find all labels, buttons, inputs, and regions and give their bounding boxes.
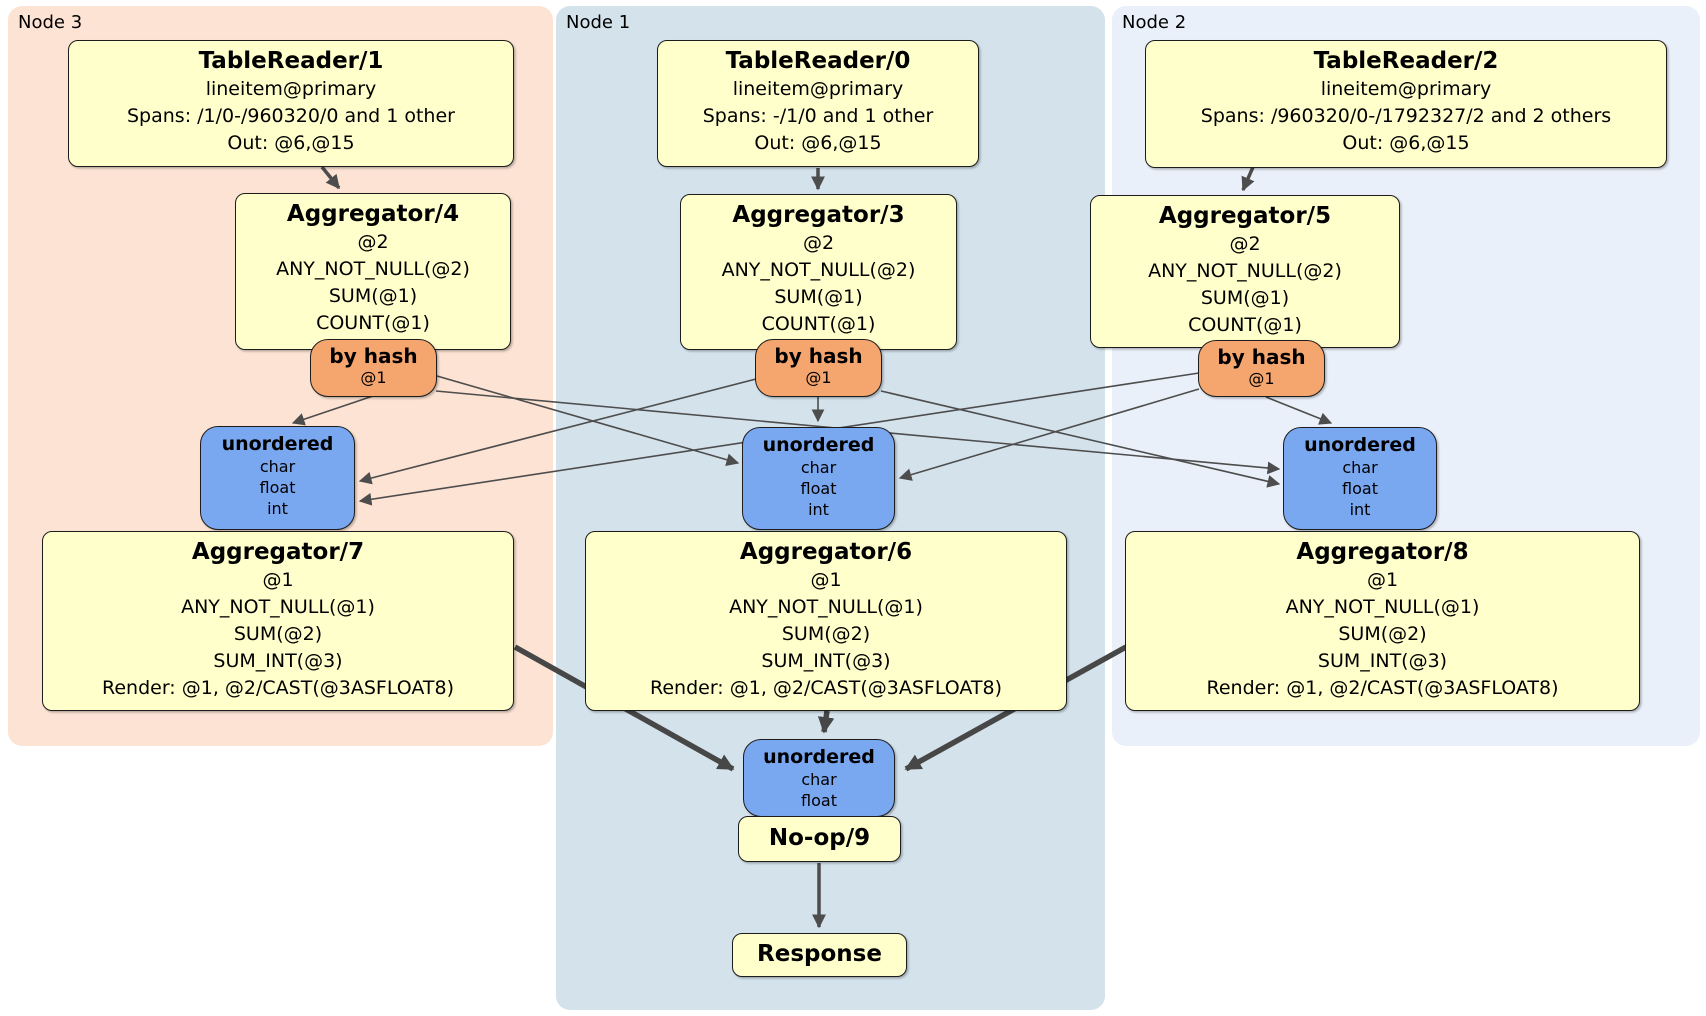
aggregator-8-box: Aggregator/8 @1 ANY_NOT_NULL(@1) SUM(@2)… [1125, 531, 1640, 711]
aggregator-5-fn: ANY_NOT_NULL(@2) [1148, 260, 1342, 282]
sync-stream: float [1342, 479, 1378, 498]
unordered-sync-node2: unordered char float int [1283, 427, 1437, 530]
hash-router-node3: by hash @1 [310, 339, 437, 397]
aggregator-3-fn: COUNT(@1) [761, 313, 876, 335]
unordered-sync-node1: unordered char float int [742, 427, 895, 530]
aggregator-5-fn: COUNT(@1) [1188, 314, 1302, 336]
aggregator-3-fn: SUM(@1) [774, 286, 863, 308]
table-reader-1-index: lineitem@primary [205, 78, 377, 100]
hash-router-node3-title: by hash [329, 344, 418, 368]
edge-agg6-finalsync [817, 710, 835, 734]
unordered-sync-node2-title: unordered [1304, 434, 1416, 456]
hash-router-node3-key: @1 [360, 368, 387, 387]
aggregator-7-box: Aggregator/7 @1 ANY_NOT_NULL(@1) SUM(@2)… [42, 531, 514, 711]
unordered-sync-final-title: unordered [763, 746, 875, 768]
aggregator-7-group: @1 [262, 569, 294, 591]
table-reader-1-spans: Spans: /1/0-/960320/0 and 1 other [127, 105, 455, 127]
table-reader-2-title: TableReader/2 [1313, 48, 1499, 74]
aggregator-8-fn: ANY_NOT_NULL(@1) [1285, 596, 1480, 618]
aggregator-8-fn: SUM(@2) [1338, 623, 1427, 645]
aggregator-5-box: Aggregator/5 @2 ANY_NOT_NULL(@2) SUM(@1)… [1090, 195, 1400, 348]
sync-stream: char [800, 458, 837, 477]
table-reader-1-out: Out: @6,@15 [227, 132, 355, 154]
aggregator-8-render: Render: @1, @2/CAST(@3ASFLOAT8) [1206, 677, 1559, 699]
unordered-sync-node3-title: unordered [221, 433, 334, 455]
node3-label: Node 3 [18, 12, 83, 33]
aggregator-3-box: Aggregator/3 @2 ANY_NOT_NULL(@2) SUM(@1)… [680, 194, 957, 350]
hash-router-node1-key: @1 [805, 368, 832, 387]
aggregator-4-fn: SUM(@1) [328, 285, 418, 307]
aggregator-8-group: @1 [1366, 569, 1399, 591]
sync-stream: float [801, 791, 837, 810]
aggregator-6-fn: ANY_NOT_NULL(@1) [729, 596, 923, 618]
table-reader-2-index: lineitem@primary [1320, 78, 1492, 100]
table-reader-1-box: TableReader/1 lineitem@primary Spans: /1… [68, 40, 514, 167]
aggregator-7-fn: SUM(@2) [233, 623, 323, 645]
sync-stream: char [801, 770, 837, 789]
table-reader-0-spans: Spans: -/1/0 and 1 other [702, 105, 934, 127]
node2-label: Node 2 [1122, 12, 1187, 33]
table-reader-0-out: Out: @6,@15 [754, 132, 882, 154]
sync-stream: float [800, 479, 837, 498]
sync-stream: float [259, 478, 296, 497]
table-reader-2-box: TableReader/2 lineitem@primary Spans: /9… [1145, 40, 1667, 168]
unordered-sync-node3: unordered char float int [200, 426, 355, 530]
hash-router-node1-title: by hash [774, 344, 863, 368]
aggregator-6-fn: SUM(@2) [781, 623, 871, 645]
aggregator-6-title: Aggregator/6 [739, 539, 913, 565]
aggregator-8-title: Aggregator/8 [1296, 539, 1469, 565]
aggregator-4-group: @2 [357, 231, 389, 253]
sync-stream: int [808, 500, 829, 519]
edge-hash4-sync6 [436, 375, 740, 466]
table-reader-0-index: lineitem@primary [732, 78, 904, 100]
aggregator-5-group: @2 [1229, 233, 1261, 255]
hash-router-node1: by hash @1 [755, 339, 882, 397]
node1-label: Node 1 [566, 12, 631, 33]
sync-stream: char [259, 457, 296, 476]
edge-hash4-sync7 [291, 395, 374, 426]
table-reader-0-box: TableReader/0 lineitem@primary Spans: -/… [657, 40, 979, 167]
aggregator-4-fn: ANY_NOT_NULL(@2) [276, 258, 470, 280]
hash-router-node2-key: @1 [1248, 369, 1275, 388]
table-reader-0-title: TableReader/0 [725, 48, 911, 74]
aggregator-6-fn: SUM_INT(@3) [761, 650, 891, 672]
table-reader-2-out: Out: @6,@15 [1342, 132, 1470, 154]
edge-hash5-sync6 [898, 388, 1200, 481]
edge-tr1-agg4 [320, 165, 341, 190]
aggregator-6-box: Aggregator/6 @1 ANY_NOT_NULL(@1) SUM(@2)… [585, 531, 1067, 711]
aggregator-8-fn: SUM_INT(@3) [1317, 650, 1448, 672]
aggregator-6-group: @1 [810, 569, 842, 591]
edge-hash3-sync7 [358, 378, 757, 485]
edge-hash3-sync8 [880, 390, 1281, 488]
hash-router-node2: by hash @1 [1198, 340, 1325, 397]
noop-title: No-op/9 [768, 825, 871, 851]
aggregator-5-fn: SUM(@1) [1200, 287, 1290, 309]
aggregator-7-fn: SUM_INT(@3) [213, 650, 343, 672]
aggregator-3-fn: ANY_NOT_NULL(@2) [721, 259, 916, 281]
sync-stream: int [1349, 500, 1371, 519]
aggregator-7-title: Aggregator/7 [191, 539, 365, 565]
response-box: Response [732, 933, 907, 977]
aggregator-5-title: Aggregator/5 [1158, 203, 1332, 229]
aggregator-4-fn: COUNT(@1) [316, 312, 430, 334]
aggregator-3-title: Aggregator/3 [732, 202, 905, 228]
aggregator-4-box: Aggregator/4 @2 ANY_NOT_NULL(@2) SUM(@1)… [235, 193, 511, 350]
aggregator-4-title: Aggregator/4 [286, 201, 460, 227]
unordered-sync-node1-title: unordered [762, 434, 875, 456]
aggregator-3-group: @2 [802, 232, 835, 254]
hash-router-node2-title: by hash [1217, 345, 1306, 369]
aggregator-6-render: Render: @1, @2/CAST(@3ASFLOAT8) [650, 677, 1002, 699]
unordered-sync-final: unordered char float [743, 739, 895, 817]
edge-tr2-agg5 [1241, 166, 1255, 192]
table-reader-2-spans: Spans: /960320/0-/1792327/2 and 2 others [1200, 105, 1612, 127]
edge-hash5-sync8 [1265, 396, 1333, 425]
sync-stream: int [267, 499, 288, 518]
noop-box: No-op/9 [738, 816, 901, 862]
table-reader-1-title: TableReader/1 [198, 48, 384, 74]
aggregator-7-render: Render: @1, @2/CAST(@3ASFLOAT8) [102, 677, 454, 699]
response-title: Response [757, 941, 882, 967]
aggregator-7-fn: ANY_NOT_NULL(@1) [181, 596, 375, 618]
sync-stream: char [1342, 458, 1378, 477]
